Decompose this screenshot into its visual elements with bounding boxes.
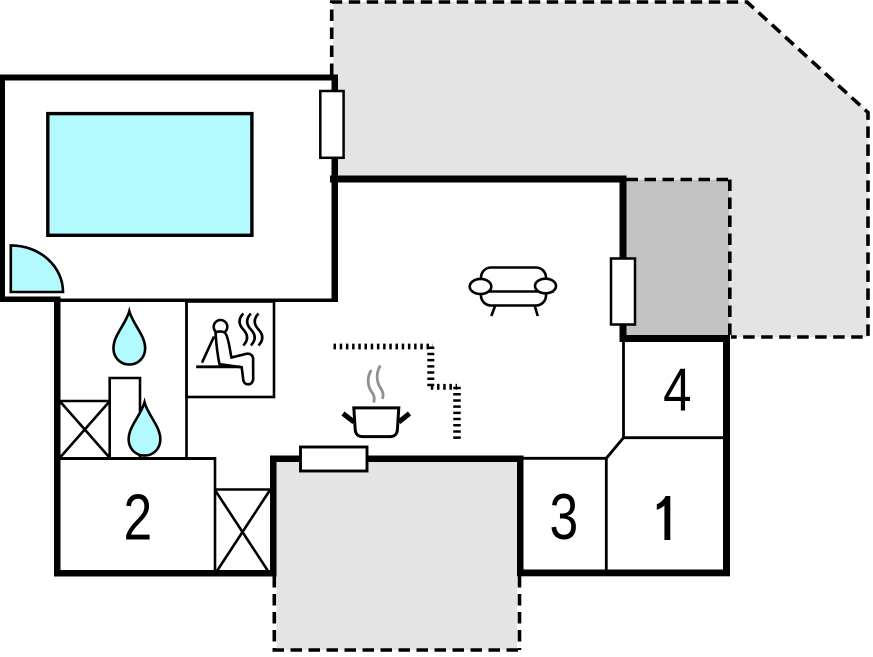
svg-text:2: 2 <box>124 482 153 554</box>
svg-text:4: 4 <box>663 356 691 423</box>
svg-text:3: 3 <box>550 482 579 554</box>
